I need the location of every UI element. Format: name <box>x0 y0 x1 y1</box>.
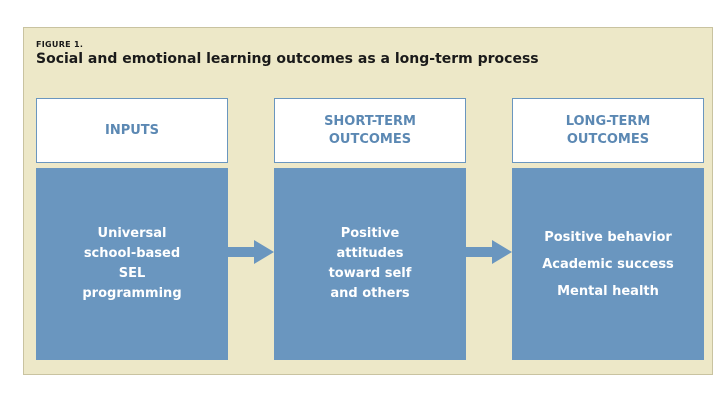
figure-label: FIGURE 1. <box>36 40 84 49</box>
outcome-positive-behavior: Positive behavior <box>544 229 672 245</box>
long-term-header: LONG-TERM OUTCOMES <box>565 113 651 147</box>
long-term-body-box: Positive behavior Academic success Menta… <box>512 168 704 360</box>
arrow-right-icon <box>228 240 274 264</box>
short-term-body-box: Positive attitudes toward self and other… <box>274 168 466 360</box>
long-term-column: LONG-TERM OUTCOMES Positive behavior Aca… <box>512 98 704 360</box>
arrow-right-icon <box>466 240 512 264</box>
figure-panel: FIGURE 1. Social and emotional learning … <box>23 27 713 375</box>
inputs-body-text: Universal school-based SEL programming <box>82 226 182 301</box>
short-term-body-text: Positive attitudes toward self and other… <box>328 226 412 301</box>
inputs-header-box: INPUTS <box>36 98 228 163</box>
short-term-header: SHORT-TERM OUTCOMES <box>324 113 416 147</box>
inputs-header: INPUTS <box>104 122 160 138</box>
long-term-header-box: LONG-TERM OUTCOMES <box>512 98 704 163</box>
short-term-column: SHORT-TERM OUTCOMES Positive attitudes t… <box>274 98 466 360</box>
outcome-academic-success: Academic success <box>542 256 674 272</box>
figure-title: Social and emotional learning outcomes a… <box>36 51 539 67</box>
short-term-header-box: SHORT-TERM OUTCOMES <box>274 98 466 163</box>
inputs-column: INPUTS Universal school-based SEL progra… <box>36 98 228 360</box>
outcome-mental-health: Mental health <box>557 283 659 299</box>
inputs-body-box: Universal school-based SEL programming <box>36 168 228 360</box>
